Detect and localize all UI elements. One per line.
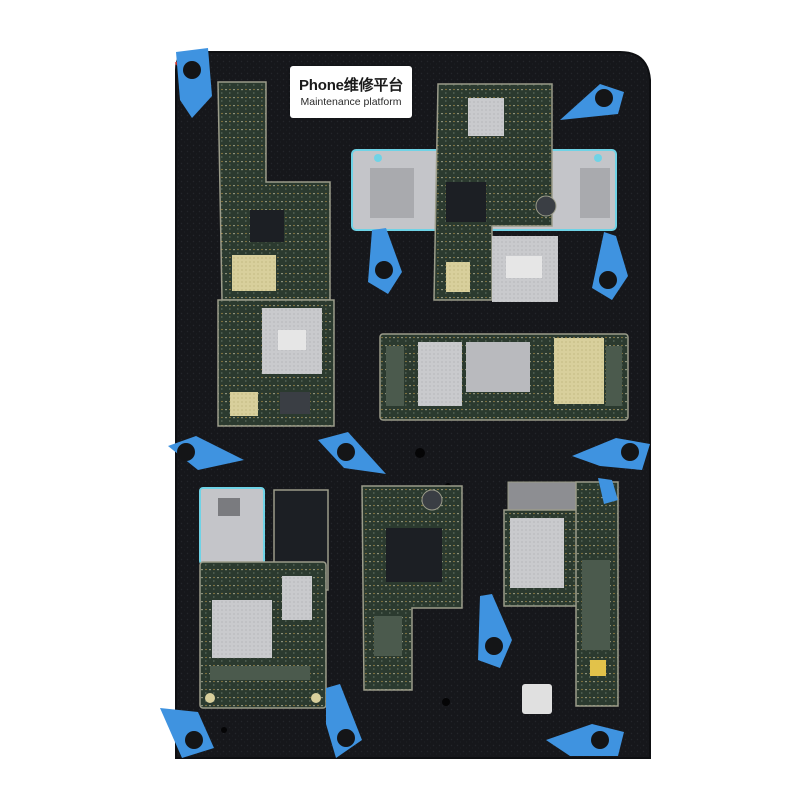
logic-board-bottom-left: [199, 489, 329, 709]
metal-bracket-bottom-left: [199, 487, 265, 565]
clip-lower-center: [478, 594, 512, 668]
platform-label-subtitle: Maintenance platform: [300, 96, 402, 108]
clip-board-right: [598, 478, 618, 504]
metal-bracket-small: [522, 684, 552, 714]
clip-bottom-left: [160, 708, 214, 758]
blue-clips: [160, 48, 650, 758]
clip-top-left: [176, 48, 212, 118]
clip-mid-right: [572, 438, 650, 470]
clip-mid-center: [318, 432, 386, 474]
logic-board-bottom-center: [361, 485, 463, 691]
platform-label-title: Phone维修平台: [298, 77, 404, 94]
clip-bottom-center: [326, 684, 362, 758]
clip-bracket-right: [592, 232, 628, 300]
clip-mid-left: [168, 436, 244, 470]
logic-board-bottom-right: [503, 481, 619, 707]
clip-bracket-left: [368, 228, 402, 294]
clip-top-right: [560, 84, 624, 120]
clip-bottom-right: [546, 724, 624, 756]
platform-label: Phone维修平台 Maintenance platform: [290, 66, 412, 118]
logic-board-top-center: [433, 83, 558, 302]
logic-board-top-left: [217, 81, 335, 427]
logic-board-middle-right: [379, 333, 629, 421]
